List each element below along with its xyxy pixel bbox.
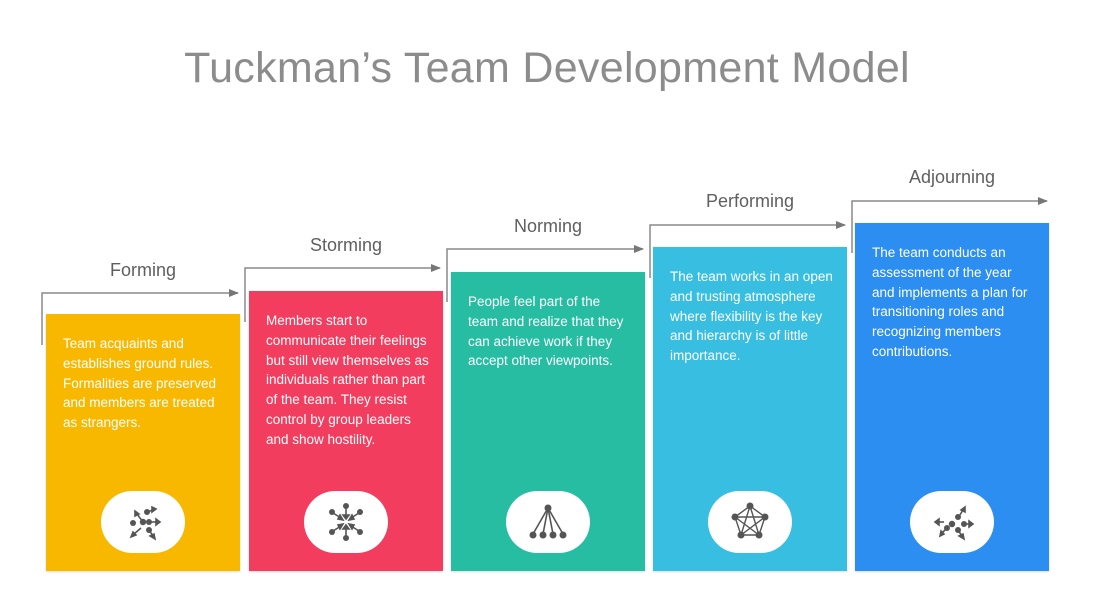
page-title: Tuckman’s Team Development Model	[184, 44, 910, 92]
icon-bubble-forming	[101, 491, 185, 553]
stage-label-norming: Norming	[513, 216, 583, 236]
stage-description-storming: Members start to communicate their feeli…	[266, 313, 429, 447]
stage-description-forming: Team acquaints and establishes ground ru…	[63, 336, 217, 431]
icon-bubble-performing	[708, 491, 792, 553]
connector-arrow-3	[446, 245, 644, 302]
connector-arrow-2	[244, 264, 441, 322]
stage-label-forming: Forming	[109, 260, 176, 280]
converging-arrows-icon	[329, 503, 363, 541]
stage-description-adjourning: The team conducts an assessment of the y…	[872, 245, 1028, 359]
stage-description-performing: The team works in an open and trusting a…	[670, 269, 833, 364]
stage-card-adjourning: The team conducts an assessment of the y…	[855, 223, 1049, 571]
connector-arrow-1	[41, 289, 239, 345]
scatter-arrows-icon	[129, 505, 162, 541]
connector-arrow-5	[851, 197, 1048, 253]
stage-label-performing: Performing	[705, 191, 795, 211]
hierarchy-icon	[529, 504, 567, 539]
stage-card-forming: Team acquaints and establishes ground ru…	[46, 314, 240, 571]
connector-arrow-4	[649, 221, 846, 278]
network-icon	[731, 502, 769, 539]
icon-bubble-storming	[304, 491, 388, 553]
stage-card-norming: People feel part of the team and realize…	[451, 272, 645, 571]
stage-label-adjourning: Adjourning	[908, 167, 996, 187]
stage-label-storming: Storming	[309, 235, 383, 255]
stage-card-storming: Members start to communicate their feeli…	[249, 291, 443, 571]
dispersing-arrows-icon	[933, 505, 975, 541]
stage-description-norming: People feel part of the team and realize…	[468, 294, 624, 369]
icon-bubble-norming	[506, 491, 590, 553]
icon-bubble-adjourning	[910, 491, 994, 553]
stage-card-performing: The team works in an open and trusting a…	[653, 247, 847, 571]
